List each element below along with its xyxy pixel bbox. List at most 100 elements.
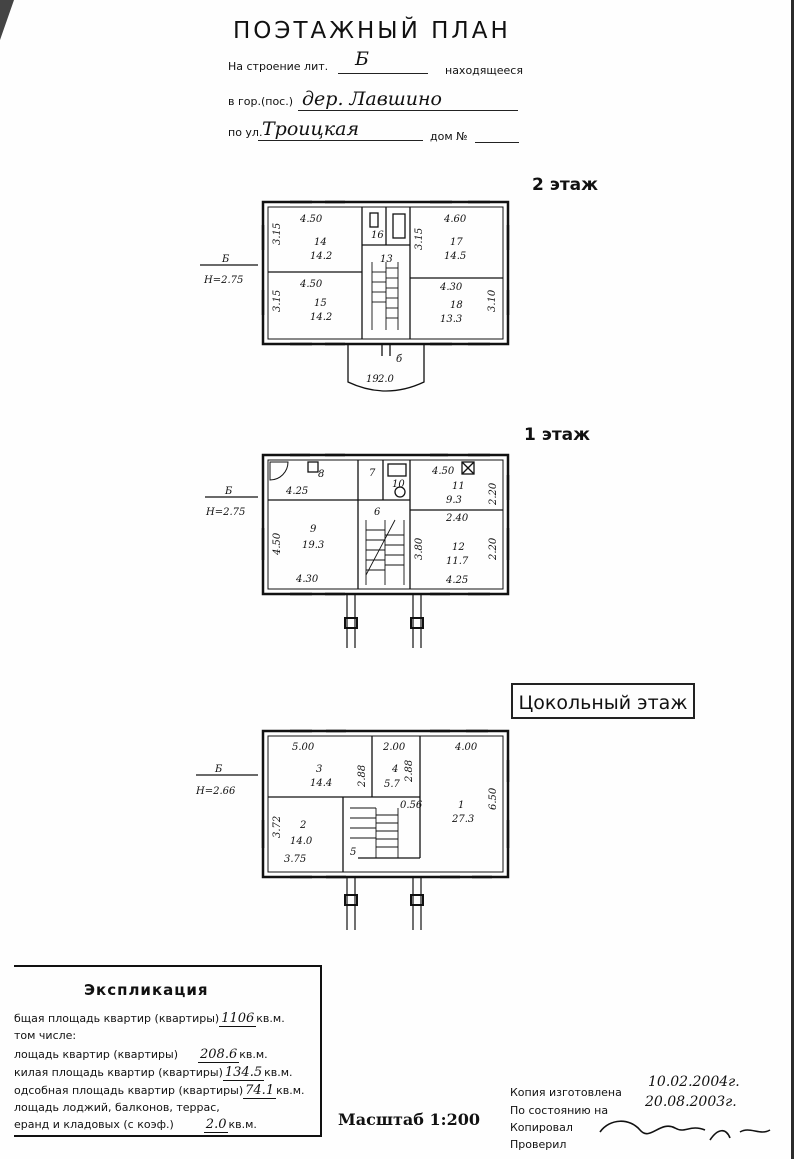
basement-label: Цокольный этаж <box>511 683 695 719</box>
street-prefix: по ул. <box>228 126 263 139</box>
room-11-number: 11 <box>452 481 465 492</box>
room-1-area: 27.3 <box>451 814 474 825</box>
document-title: ПОЭТАЖНЫЙ ПЛАН <box>233 18 511 44</box>
room-9-number: 9 <box>310 524 317 535</box>
floor-1-marker-letter: Б <box>224 486 233 497</box>
room-17-depth: 3.15 <box>414 228 425 250</box>
state-label: По состоянию на <box>510 1104 609 1117</box>
floor-2-label: 2 этаж <box>532 175 599 195</box>
room-4-number: 4 <box>391 764 398 775</box>
room-11-area: 9.3 <box>446 495 462 506</box>
explication-title: Экспликация <box>84 981 209 999</box>
room-18-depth: 3.10 <box>487 289 498 312</box>
room-3-depth: 2.88 <box>357 765 368 788</box>
room-3-number: 3 <box>316 764 322 775</box>
room-14-area: 14.2 <box>310 251 332 262</box>
page-edge <box>791 0 794 1159</box>
locality-prefix: в гор.(пос.) <box>228 95 294 108</box>
room-9-depth: 4.50 <box>272 532 283 556</box>
room-13-number: 13 <box>380 254 393 265</box>
room-8-width: 4.25 <box>285 486 308 497</box>
room-1-depth: 6.50 <box>488 787 499 810</box>
room-12-area: 11.7 <box>446 556 469 567</box>
room-5-number: 5 <box>350 847 356 858</box>
room-4-depth: 2.88 <box>404 760 415 783</box>
signature <box>599 1120 771 1141</box>
room-17-width: 4.60 <box>443 214 467 225</box>
copy-made-date: 10.02.2004г. <box>648 1074 740 1090</box>
room-9-area: 19.3 <box>302 540 324 551</box>
floor-2-outline <box>261 200 510 346</box>
street-value: Троицкая <box>262 118 360 140</box>
room-3-area: 14.4 <box>310 778 332 789</box>
room-2-depth: 3.72 <box>272 816 283 838</box>
room-4-width: 2.00 <box>382 742 406 753</box>
room-10-number: 10 <box>392 479 405 490</box>
building-suffix: находящееся <box>445 64 523 77</box>
floor-2-marker-height: Н=2.75 <box>203 275 243 286</box>
room-18-number: 18 <box>450 300 463 311</box>
room-12-depth: 2.20 <box>488 537 499 561</box>
room-6-number: 6 <box>374 507 381 518</box>
room-15-number: 15 <box>314 298 327 309</box>
room-7-number: 7 <box>369 468 376 479</box>
floor-2-marker-letter: Б <box>221 254 230 265</box>
explication-box: Экспликация бщая площадь квартир (кварти… <box>14 965 322 1137</box>
house-underline <box>475 142 519 143</box>
room-14-number: 14 <box>314 237 327 248</box>
room-12-number: 12 <box>452 542 465 553</box>
checked-label: Проверил <box>510 1138 567 1151</box>
balcony-number: 19 <box>366 374 379 385</box>
dim-2-40: 2.40 <box>445 513 469 524</box>
balcony-letter: б <box>396 354 403 365</box>
building-underline <box>338 73 428 74</box>
basement-outline <box>261 729 510 879</box>
room-8-number: 8 <box>318 469 324 480</box>
floor-1-marker-height: Н=2.75 <box>205 507 245 518</box>
scale-label: Масштаб 1:200 <box>338 1110 480 1129</box>
basement-marker-height: Н=2.66 <box>195 786 236 797</box>
expl-row-loggias: лощадь лоджий, балконов, террас, <box>14 1101 220 1114</box>
floor-1-label: 1 этаж <box>524 425 591 445</box>
locality-underline <box>298 110 518 111</box>
room-3-width: 5.00 <box>292 742 315 753</box>
room-14-depth: 3.15 <box>272 223 283 245</box>
floor-1-outline <box>261 453 510 596</box>
state-date: 20.08.2003г. <box>645 1094 737 1110</box>
room-15-depth: 3.15 <box>272 290 283 312</box>
room-15-area: 14.2 <box>310 312 332 323</box>
basement-marker-letter: Б <box>214 764 223 775</box>
room-4-area: 5.7 <box>384 779 401 790</box>
room-11-width: 4.50 <box>431 466 455 477</box>
house-prefix: дом № <box>430 130 468 143</box>
room-17-number: 17 <box>450 237 463 248</box>
room-2-area: 14.0 <box>290 836 313 847</box>
balcony-outline <box>347 344 425 392</box>
expl-row-including: том числе: <box>14 1029 77 1042</box>
balcony-area: 2.0 <box>377 374 395 385</box>
room-2-width: 3.75 <box>284 854 306 865</box>
room-9-width: 4.30 <box>295 574 319 585</box>
building-letter: Б <box>355 48 369 70</box>
room-14-width: 4.50 <box>299 214 323 225</box>
room-18-width: 4.30 <box>439 282 463 293</box>
room-12-width: 4.25 <box>445 575 468 586</box>
room-1-number: 1 <box>458 800 464 811</box>
locality-value: дер. Лавшино <box>302 88 442 110</box>
room-18-area: 13.3 <box>440 314 462 325</box>
building-prefix: На строение лит. <box>228 60 329 73</box>
scan-corner <box>0 0 14 40</box>
dim-0-56: 0.56 <box>400 800 423 811</box>
street-underline <box>258 140 423 141</box>
room-15-width: 4.50 <box>299 279 323 290</box>
room-2-number: 2 <box>299 820 306 831</box>
room-1-width: 4.00 <box>454 742 478 753</box>
copied-label: Копировал <box>510 1121 573 1134</box>
